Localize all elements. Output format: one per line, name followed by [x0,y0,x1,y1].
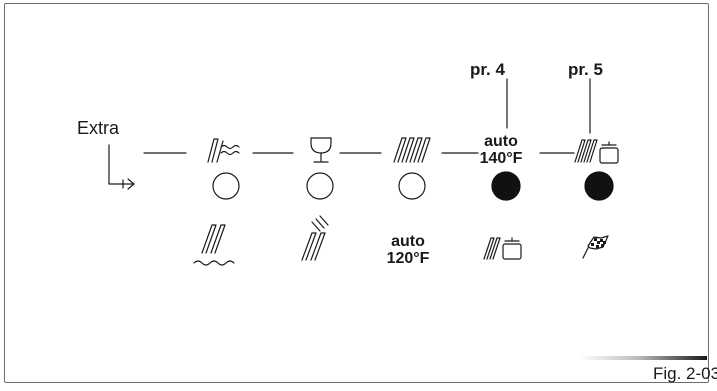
dishes-pot-icon [574,139,619,164]
pots-indicator[interactable] [584,171,614,201]
two-dishes-waves-icon [193,224,235,266]
auto-140-line1: auto [484,133,518,150]
four-dishes-icon [393,137,431,163]
auto-140-label: auto 140°F [471,133,531,167]
figure-caption-bar [580,356,707,360]
extra-arrow-icon [108,144,135,190]
auto-140-indicator[interactable] [491,171,521,201]
dishes-steam-icon [301,215,329,261]
extra-label: Extra [77,118,120,138]
dishes-wave-indicator[interactable] [212,172,240,200]
pr4-label: pr. 4 [470,60,505,79]
pr5-label: pr. 5 [568,60,603,79]
auto-120-label: auto 120°F [378,233,438,267]
wine-glass-icon [310,137,332,163]
wine-glass-indicator[interactable] [306,172,334,200]
figure-caption: Fig. 2-03 [653,364,717,383]
auto-120-line1: auto [391,233,425,250]
checkered-flag-icon [582,235,609,259]
auto-120-line2: 120°F [386,250,430,267]
dish-waves-icon [207,138,240,163]
four-dishes-indicator[interactable] [398,172,426,200]
auto-140-line2: 140°F [479,150,523,167]
dish-pot-icon [483,237,522,260]
